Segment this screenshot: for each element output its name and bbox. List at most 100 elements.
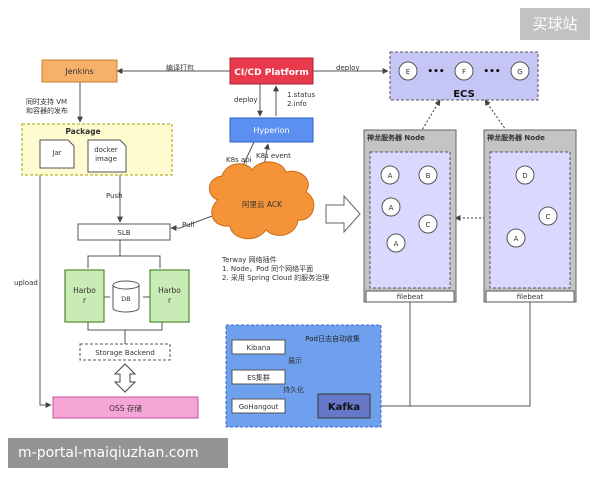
harbor-storage-right [125, 322, 163, 331]
ack-cloud [209, 161, 315, 240]
kibana-box [231, 339, 286, 355]
filebeat-left-label: filebeat [397, 293, 424, 301]
k8s-event-label: K8s event [256, 152, 291, 160]
pod-a-4-label: A [514, 235, 519, 243]
harbor-left-box [64, 269, 105, 323]
ecs-ellipsis-1: ••• [427, 67, 444, 77]
push-label: Push [106, 192, 123, 200]
harbor-right-line1: Harbo [158, 286, 181, 295]
docker-image-line2: image [95, 155, 117, 163]
ecs-node-f-label: F [462, 68, 466, 76]
es-cluster-label: ES集群 [247, 373, 270, 382]
pod-c-2-label: C [546, 213, 551, 221]
kafka-label: Kafka [328, 402, 360, 413]
persist-label: 持久化 [283, 386, 304, 394]
k8s-api-label: K8s api [226, 156, 252, 164]
filebeat-right-box [485, 290, 575, 303]
gohangout-box [231, 398, 286, 414]
compile-package-label: 编译打包 [166, 64, 194, 72]
upload-arrow [39, 140, 52, 408]
pod-d-1-label: D [522, 172, 527, 180]
ack-to-nodes-arrow [325, 194, 361, 234]
pod-d-1 [515, 165, 535, 185]
upload-label: upload [14, 279, 38, 287]
storage-backend-box [79, 343, 171, 361]
pod-log-title: Pod日志自动收集 [305, 334, 360, 343]
pod-a-3 [386, 233, 406, 253]
kibana-label: Kibana [247, 344, 271, 352]
harbor-left-line2: r [83, 296, 87, 305]
watermark-bottom: m-portal-maiqiuzhan.com [8, 438, 228, 468]
pod-a-1 [380, 165, 400, 185]
harbor-left-line1: Harbo [73, 286, 96, 295]
cicd-platform-box [229, 57, 314, 85]
filebeat-left-box [365, 290, 455, 303]
vm-container-label: 同时支持 VM 和容器的发布 [26, 98, 68, 116]
slb-harbor-right [120, 255, 161, 268]
pull-label: Pull [182, 221, 195, 229]
terway-line3: 2. 采用 Spring Cloud 的服务治理 [222, 273, 330, 282]
pod-c-2 [538, 206, 558, 226]
slb-label: SLB [117, 229, 130, 237]
pull-arrow [170, 214, 216, 231]
jar-label: Jar [51, 149, 61, 157]
pod-a-4 [506, 228, 526, 248]
storage-backend-label: Storage Backend [95, 349, 155, 357]
harbor-right-box [149, 269, 190, 323]
jar-document [39, 139, 75, 169]
pod-a-3-label: A [394, 240, 399, 248]
terway-note: Terway 网络插件 1. Node，Pod 同个网络平面 2. 采用 Spr… [222, 256, 329, 282]
filebeat-right-label: filebeat [517, 293, 544, 301]
status-info-label: 1.status 2.info [287, 91, 315, 109]
slb-box [77, 223, 171, 241]
node-left-title: 神龙服务器 Node [367, 133, 425, 142]
pod-c-1 [418, 214, 438, 234]
pod-a-2-label: A [389, 204, 394, 212]
storage-oss-double-arrow [113, 363, 137, 393]
db-cylinder [112, 280, 140, 313]
deploy-top-label: deploy [336, 64, 360, 72]
info-line: 2.info [287, 99, 307, 108]
harbor-storage-left [87, 322, 126, 344]
ecs-node-f [454, 61, 474, 81]
es-cluster-box [231, 369, 286, 385]
ecs-node-g-label: G [517, 68, 522, 76]
watermark-top: 买球站 [520, 8, 590, 40]
cicd-platform-label: CI/CD Platform [234, 68, 308, 78]
oss-box [52, 396, 199, 419]
deploy-mid-label: deploy [234, 96, 258, 104]
db-label: DB [121, 295, 130, 303]
hyperion-label: Hyperion [253, 126, 289, 135]
terway-line2: 1. Node，Pod 同个网络平面 [222, 264, 314, 273]
kafka-box [317, 393, 371, 419]
ack-label: 阿里云 ACK [242, 200, 283, 209]
pod-a-1-label: A [388, 172, 393, 180]
ecs-node-g [510, 61, 530, 81]
harbor-right-line2: r [168, 296, 172, 305]
package-title: Package [65, 127, 100, 136]
slb-harbor-left [87, 240, 121, 268]
pod-a-2 [381, 197, 401, 217]
gohangout-label: GoHangout [239, 403, 279, 411]
terway-line1: Terway 网络插件 [222, 256, 277, 264]
jenkins-label: Jenkins [64, 67, 93, 76]
node-right-title: 神龙服务器 Node [487, 133, 545, 142]
ecs-node-e-label: E [406, 68, 410, 76]
display-label: 展示 [288, 357, 302, 365]
jenkins-box [41, 59, 118, 83]
docker-image-document [87, 139, 127, 173]
filebeat-right-to-kafka [410, 302, 531, 407]
vm-container-line1: 同时支持 VM [26, 98, 68, 106]
pod-b-1 [418, 165, 438, 185]
pod-c-1-label: C [426, 221, 431, 229]
docker-image-line1: docker [94, 146, 118, 154]
vm-container-line2: 和容器的发布 [26, 106, 68, 115]
ecs-title: ECS [453, 89, 475, 100]
status-line: 1.status [287, 91, 316, 99]
ecs-node-e [398, 61, 418, 81]
oss-label: OSS 存储 [109, 403, 142, 413]
ecs-ellipsis-2: ••• [483, 67, 500, 77]
pod-b-1-label: B [426, 172, 431, 180]
hyperion-box [229, 117, 314, 143]
